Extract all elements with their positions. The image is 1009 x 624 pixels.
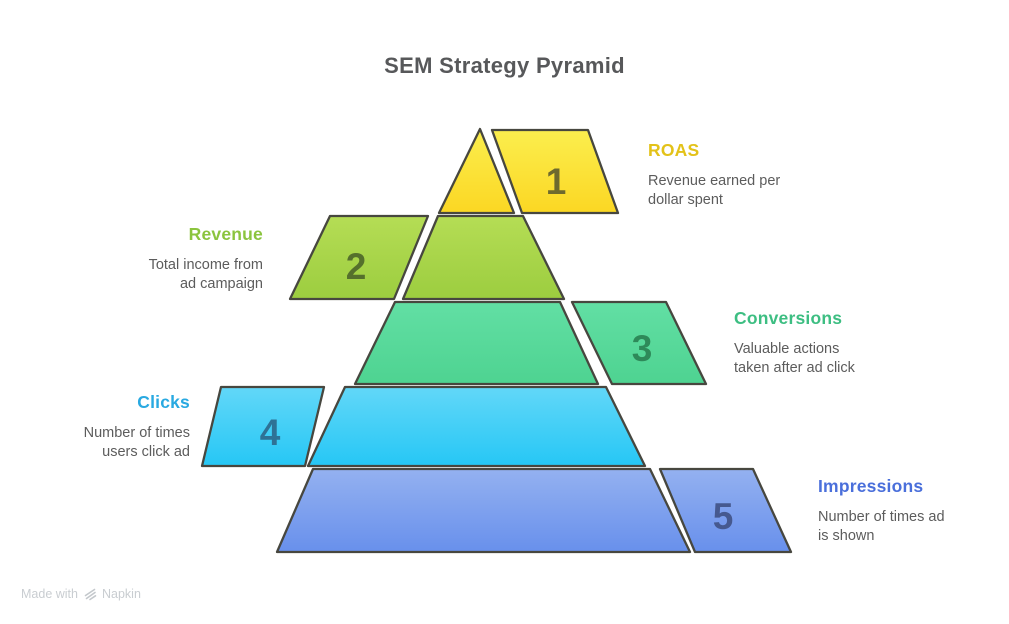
pyramid-level-4-segment (306, 385, 647, 468)
pyramid-level-5-segment (275, 467, 692, 554)
level-label: Clicks (137, 392, 190, 412)
watermark-prefix: Made with (21, 587, 78, 601)
page-title: SEM Strategy Pyramid (384, 53, 625, 78)
watermark: Made with Napkin (21, 587, 141, 601)
pyramid-level-4-piece (200, 385, 326, 468)
pyramid-level-3-segment (353, 300, 600, 386)
level-label: Conversions (734, 308, 843, 328)
level-description: Total income from ad campaign (148, 257, 263, 292)
pyramid-level-5-piece (658, 467, 793, 554)
callout-revenue: Revenue Total income from ad campaign (43, 224, 263, 293)
callout-roas: ROAS Revenue earned per dollar spent (648, 140, 838, 209)
pyramid-level-3-piece (570, 300, 708, 386)
level-number: 5 (713, 496, 734, 537)
pyramid-level-2-segment (401, 214, 566, 301)
level-number: 3 (632, 328, 653, 369)
level-number: 4 (260, 412, 281, 453)
level-description: Number of times ad is shown (818, 509, 945, 544)
pyramid-level-1-segment (437, 127, 516, 215)
level-description: Revenue earned per dollar spent (648, 173, 781, 208)
pyramid-level-1-piece (490, 128, 620, 215)
callout-conversions: Conversions Valuable actions taken after… (734, 308, 934, 377)
level-number: 1 (546, 161, 567, 202)
level-label: Impressions (818, 476, 924, 496)
watermark-brand: Napkin (101, 587, 141, 601)
napkin-logo-icon (83, 587, 97, 601)
level-label: Revenue (188, 224, 263, 244)
pyramid-level-2-piece (288, 214, 430, 301)
level-number: 2 (346, 246, 367, 287)
level-description: Valuable actions taken after ad click (734, 341, 855, 376)
callout-clicks: Clicks Number of times users click ad (0, 392, 190, 461)
callout-impressions: Impressions Number of times ad is shown (818, 476, 1009, 545)
level-label: ROAS (648, 140, 700, 160)
level-description: Number of times users click ad (83, 425, 190, 460)
